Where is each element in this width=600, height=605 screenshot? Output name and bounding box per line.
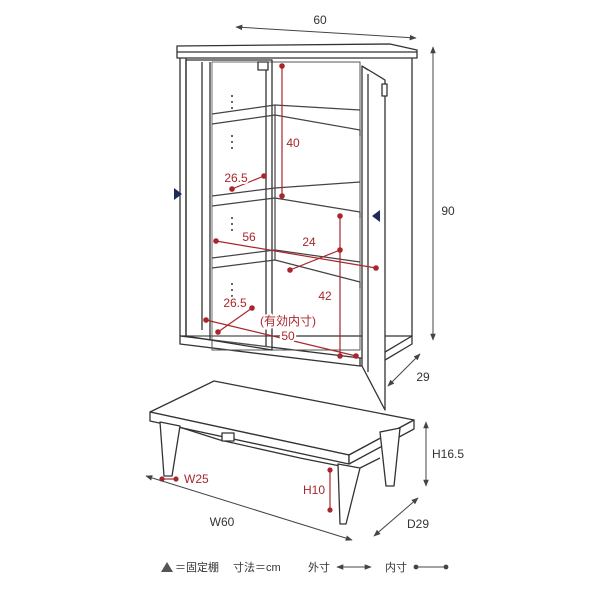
lower-height-label: 42: [318, 289, 332, 303]
inner-width-label: 56: [242, 230, 256, 244]
fixed-shelf-marker-left: [174, 188, 182, 200]
fixed-shelf-marker-right: [372, 210, 380, 222]
legend-outer: 外寸: [308, 560, 330, 574]
latch: [257, 61, 269, 71]
inner-dimension-symbol: [413, 564, 449, 570]
lower-depth-label: 26.5: [223, 296, 247, 310]
left-door: [185, 59, 273, 351]
height-label: 90: [441, 204, 455, 218]
base-width-label: W60: [210, 515, 235, 529]
base-stand: [149, 380, 415, 525]
effective-width-label: 50: [281, 329, 295, 343]
base-depth-label: D29: [407, 517, 429, 531]
internal-dimensions: [203, 63, 379, 359]
side-depth-label: 24: [302, 235, 316, 249]
leg-width-label: W25: [184, 472, 209, 486]
legend-unit: 寸法＝cm: [233, 560, 281, 574]
legend: ＝固定棚 寸法＝cm 外寸 内寸: [161, 560, 449, 574]
width-label: 60: [313, 13, 327, 27]
legend-fixed-shelf: ＝固定棚: [175, 560, 219, 574]
internal-labels: 40 26.5 56 24 42 26.5 (有効内寸) 50: [221, 134, 334, 345]
base-height-label: H16.5: [432, 447, 464, 461]
depth-dimension-line: [387, 353, 421, 387]
top-height-label: 40: [286, 136, 300, 150]
leg-height-label: H10: [303, 483, 325, 497]
cabinet-top: [176, 43, 418, 59]
right-door: [361, 65, 388, 411]
external-dimensions: [235, 24, 436, 387]
width-dimension-line: [235, 24, 417, 41]
effective-size-label: (有効内寸): [260, 313, 316, 328]
base-external-dimensions: [145, 421, 429, 541]
depth-label: 29: [416, 370, 430, 384]
leg-front-right: [337, 463, 361, 525]
fixed-shelf-legend-icon: [161, 562, 173, 572]
leg-back-right: [379, 427, 401, 487]
cabinet: [174, 43, 418, 411]
leg-front-left: [159, 421, 181, 477]
legend-inner: 内寸: [385, 560, 407, 574]
shelf-pin-holes: [231, 95, 233, 297]
shelves: [211, 104, 361, 288]
upper-depth-label: 26.5: [224, 171, 248, 185]
